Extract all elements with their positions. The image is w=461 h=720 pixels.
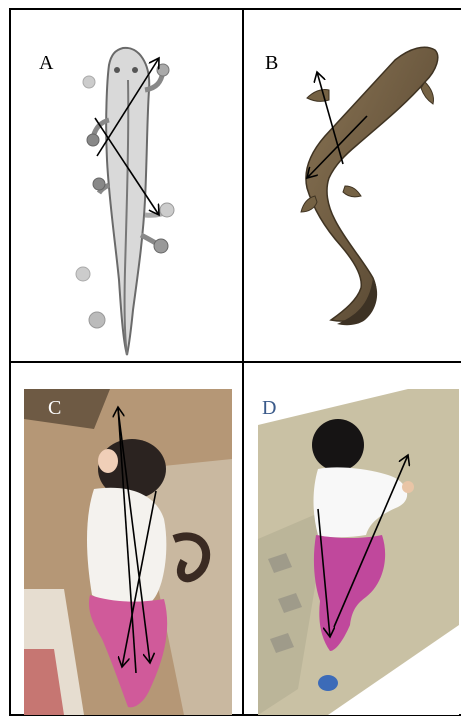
panel-d: D	[258, 389, 459, 715]
panel-a: A	[11, 10, 242, 361]
child-photo-d	[258, 389, 459, 715]
salamander-drawing	[11, 10, 242, 361]
panel-d-label: D	[262, 397, 276, 420]
panel-c-label: C	[48, 397, 61, 420]
panel-b: B	[245, 10, 459, 361]
child-photo-c	[24, 389, 232, 715]
newt-photo	[245, 10, 459, 361]
panel-c: C	[24, 389, 232, 715]
border-middle-horizontal	[9, 361, 461, 363]
